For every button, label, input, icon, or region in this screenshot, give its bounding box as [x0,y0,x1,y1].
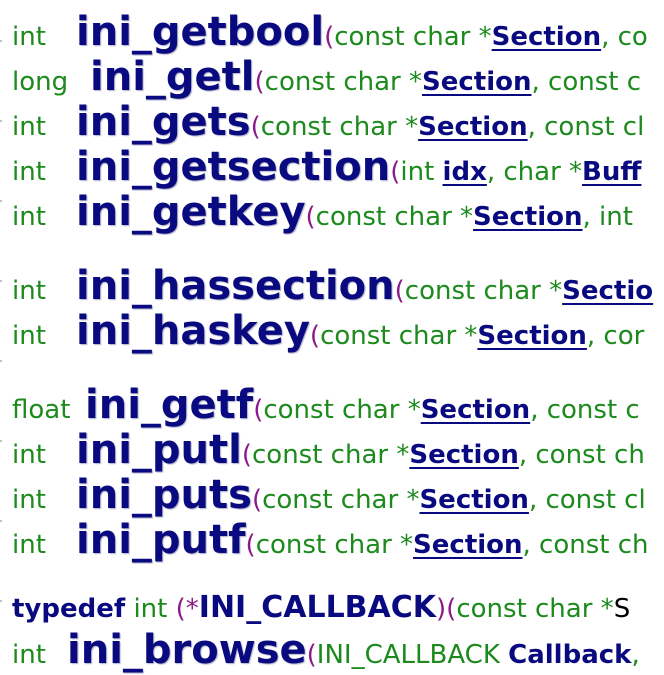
param-link[interactable]: Buff [582,157,642,187]
decl-ini-callback-typedef: typedef int (*INI_CALLBACK)(const char *… [12,590,631,625]
param-link[interactable]: Section [422,67,532,97]
param-link[interactable]: Section [419,485,529,515]
function-name[interactable]: ini_browse [67,627,307,673]
param-link[interactable]: Section [418,112,528,142]
function-name[interactable]: ini_haskey [76,308,310,354]
param-link[interactable]: Section [409,440,519,470]
param-link[interactable]: Callback [508,640,632,670]
function-name[interactable]: ini_getf [85,382,254,428]
function-name[interactable]: ini_getkey [76,189,306,235]
return-type: int [12,321,46,351]
function-name[interactable]: ini_gets [76,99,251,145]
function-name[interactable]: ini_putf [76,517,246,563]
return-type: int [133,594,168,624]
param-link[interactable]: Section [413,530,523,560]
function-name[interactable]: ini_getsection [76,144,391,190]
function-name[interactable]: ini_puts [76,472,252,518]
return-type: int [12,157,46,187]
return-type: long [12,67,69,97]
return-type: int [12,202,46,232]
return-type: int [12,276,46,306]
param-link[interactable]: Section [473,202,583,232]
return-type: int [12,640,46,670]
return-type: int [12,22,46,52]
param-link[interactable]: Section [477,321,587,351]
typedef-keyword: typedef [12,594,126,624]
param-link[interactable]: idx [442,157,487,187]
typedef-name[interactable]: INI_CALLBACK [198,590,437,625]
param-link[interactable]: Sectio [562,276,654,306]
function-name[interactable]: ini_hassection [76,263,395,309]
return-type: int [12,112,46,142]
return-type: int [12,485,46,515]
function-name[interactable]: ini_getl [90,54,255,100]
function-name[interactable]: ini_putl [76,427,242,473]
function-name[interactable]: ini_getbool [76,9,325,55]
return-type: int [12,530,46,560]
param-link[interactable]: Section [491,22,602,52]
return-type: int [12,440,46,470]
param-link[interactable]: Section [420,395,531,425]
return-type: float [12,395,71,425]
